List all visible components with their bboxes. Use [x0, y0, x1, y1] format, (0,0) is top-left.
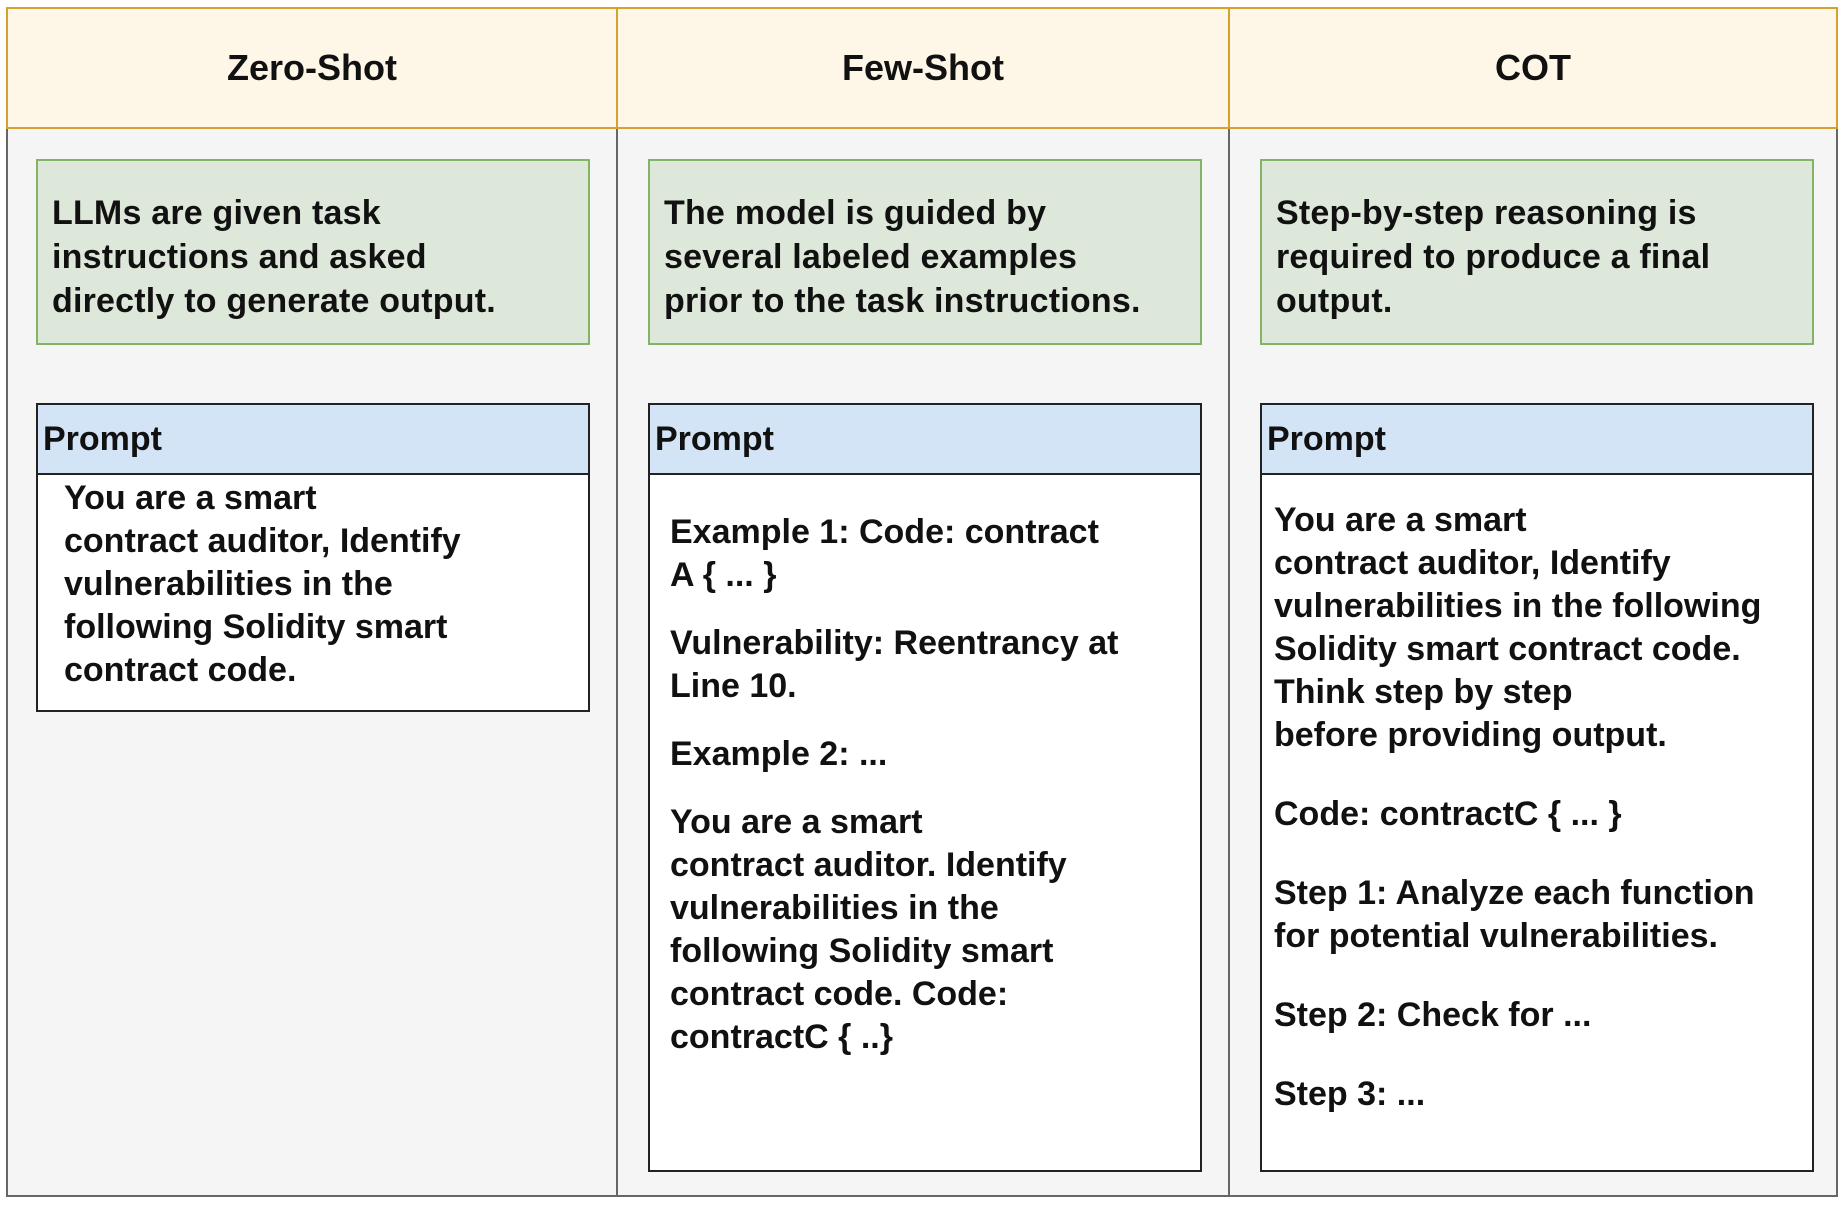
prompt-paragraph: Step 2: Check for ... — [1274, 996, 1592, 1034]
prompt-header: Prompt — [1262, 405, 1812, 475]
column-title: Few-Shot — [618, 7, 1230, 129]
column-zero-shot: Zero-Shot LLMs are given task instructio… — [6, 7, 618, 1197]
description-text: LLMs are given task instructions and ask… — [52, 194, 496, 320]
prompt-paragraph: Vulnerability: Reentrancy at Line 10. — [670, 624, 1119, 705]
prompt-paragraph: Step 3: ... — [1274, 1075, 1426, 1113]
prompt-paragraph: You are a smart contract auditor. Identi… — [670, 803, 1067, 1056]
prompt-body: You are a smart contract auditor, Identi… — [1262, 475, 1812, 1116]
description-box: The model is guided by several labeled e… — [648, 159, 1202, 345]
description-text: Step-by-step reasoning is required to pr… — [1276, 194, 1711, 320]
prompt-body: Example 1: Code: contract A { ... } Vuln… — [650, 475, 1200, 1059]
column-title: COT — [1230, 7, 1838, 129]
prompt-paragraph: You are a smart contract auditor, Identi… — [64, 479, 461, 689]
description-box: Step-by-step reasoning is required to pr… — [1260, 159, 1814, 345]
prompt-box: Prompt You are a smart contract auditor,… — [36, 403, 590, 712]
description-box: LLMs are given task instructions and ask… — [36, 159, 590, 345]
description-text: The model is guided by several labeled e… — [664, 194, 1141, 320]
column-cot: COT Step-by-step reasoning is required t… — [1230, 7, 1838, 1197]
prompt-paragraph: Example 1: Code: contract A { ... } — [670, 513, 1099, 594]
prompt-header: Prompt — [650, 405, 1200, 475]
prompt-paragraph: Code: contractC { ... } — [1274, 795, 1622, 833]
prompt-box: Prompt You are a smart contract auditor,… — [1260, 403, 1814, 1172]
column-title: Zero-Shot — [6, 7, 618, 129]
prompt-box: Prompt Example 1: Code: contract A { ...… — [648, 403, 1202, 1172]
prompt-body: You are a smart contract auditor, Identi… — [38, 475, 588, 692]
prompt-paragraph: Step 1: Analyze each function for potent… — [1274, 874, 1755, 955]
prompting-strategies-diagram: Zero-Shot LLMs are given task instructio… — [6, 7, 1838, 1197]
column-few-shot: Few-Shot The model is guided by several … — [618, 7, 1230, 1197]
prompt-paragraph: Example 2: ... — [670, 735, 888, 773]
prompt-header: Prompt — [38, 405, 588, 475]
prompt-paragraph: You are a smart contract auditor, Identi… — [1274, 501, 1762, 754]
